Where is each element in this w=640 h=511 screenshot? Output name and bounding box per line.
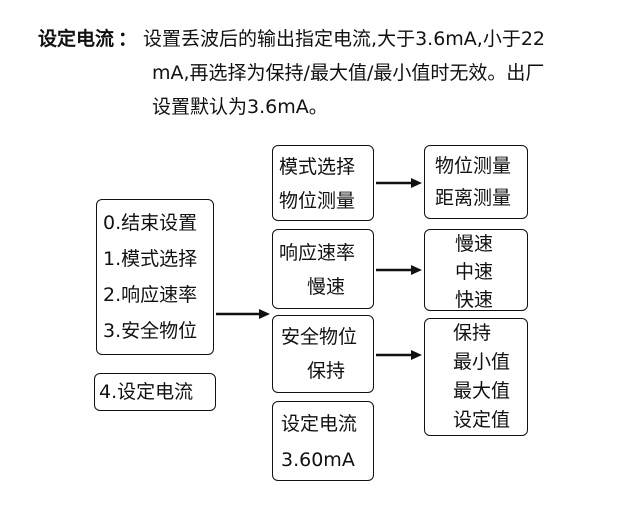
description-line-3: 设置默认为3.6mA。	[152, 96, 328, 118]
term-colon: ：	[118, 28, 138, 50]
main-menu-extra-item: 4.设定电流	[99, 381, 194, 403]
term-label: 设定电流	[38, 28, 115, 50]
main-menu-item-2: 2.响应速率	[103, 284, 198, 306]
arrow-mode-to-options-head	[411, 178, 422, 188]
option-rate-0: 慢速	[455, 233, 494, 255]
submenu-mode-title: 模式选择	[279, 156, 356, 178]
description-text-1: 设置丢波后的输出指定电流,大于3.6mA,小于22	[143, 28, 546, 50]
option-rate-1: 中速	[455, 261, 494, 283]
arrow-safety-to-options-head	[411, 350, 422, 360]
option-safety-2: 最大值	[453, 380, 511, 402]
description-line-1: 设定电流：设置丢波后的输出指定电流,大于3.6mA,小于22	[38, 22, 545, 56]
option-mode-1: 距离测量	[435, 187, 512, 209]
submenu-current-box: 设定电流 3.60mA	[272, 401, 374, 481]
submenu-current-title: 设定电流	[281, 413, 358, 435]
main-menu-extra-box: 4.设定电流	[94, 373, 216, 411]
submenu-safety-title: 安全物位	[281, 326, 358, 348]
submenu-safety-box: 安全物位 保持	[272, 315, 374, 393]
submenu-mode-box: 模式选择 物位测量	[272, 145, 374, 221]
main-menu-item-0: 0.结束设置	[103, 212, 198, 234]
option-safety-1: 最小值	[453, 351, 511, 373]
options-safety-box: 保持 最小值 最大值 设定值	[424, 318, 528, 436]
submenu-rate-box: 响应速率 慢速	[272, 229, 374, 309]
submenu-safety-value: 保持	[307, 360, 346, 382]
main-menu-item-3: 3.安全物位	[103, 320, 198, 342]
options-rate-box: 慢速 中速 快速	[424, 229, 528, 311]
submenu-rate-value: 慢速	[307, 276, 346, 298]
option-rate-2: 快速	[455, 289, 494, 311]
submenu-mode-value: 物位测量	[279, 190, 356, 212]
options-mode-box: 物位测量 距离测量	[424, 145, 528, 219]
description-line-2: mA,再选择为保持/最大值/最小值时无效。出厂	[152, 62, 545, 84]
arrow-rate-to-options-head	[411, 265, 422, 275]
option-safety-0: 保持	[453, 322, 492, 344]
option-mode-0: 物位测量	[435, 155, 512, 177]
arrow-main-to-submenu-head	[259, 309, 270, 319]
option-safety-3: 设定值	[453, 409, 511, 431]
submenu-current-value: 3.60mA	[281, 449, 355, 471]
main-menu-item-1: 1.模式选择	[103, 248, 198, 270]
main-menu-box: 0.结束设置 1.模式选择 2.响应速率 3.安全物位	[96, 199, 214, 355]
submenu-rate-title: 响应速率	[279, 242, 356, 264]
